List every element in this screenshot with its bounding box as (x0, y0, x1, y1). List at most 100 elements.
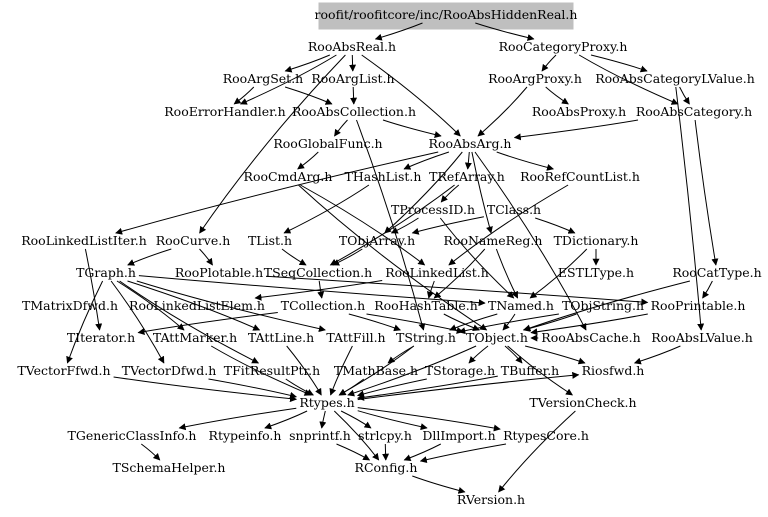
node-tobjarray[interactable]: TObjArray.h (339, 233, 415, 248)
node-absarg[interactable]: RooAbsArg.h (429, 136, 512, 151)
edge-absreal-to-absarg (361, 54, 461, 137)
edge-namereg-to-tnamed (495, 248, 519, 299)
node-tlist[interactable]: TList.h (248, 233, 292, 248)
node-tmathbase[interactable]: TMathBase.h (334, 363, 418, 378)
edge-tobject-to-rtypes (347, 345, 477, 397)
edge-tclass-to-tobjarray (411, 216, 484, 235)
node-abscat[interactable]: RooAbsCategory.h (636, 104, 752, 119)
node-tgraph[interactable]: TGraph.h (76, 265, 136, 280)
edge-absarg-to-thashlist (403, 151, 450, 170)
node-absreal[interactable]: RooAbsReal.h (308, 39, 396, 54)
edge-absreal-to-arglist (349, 54, 357, 72)
node-riosfwd[interactable]: Riosfwd.h (582, 363, 645, 378)
edge-tmathbase-to-rtypes (338, 378, 365, 396)
node-rtypes[interactable]: Rtypes.h (299, 395, 354, 410)
node-tschemahelper[interactable]: TSchemaHelper.h (113, 460, 226, 475)
node-abslvalue[interactable]: RooAbsLValue.h (651, 330, 753, 345)
node-esltype[interactable]: ESTLType.h (558, 265, 634, 280)
edge-cmdarg-to-linkedlist (300, 184, 426, 266)
edge-argproxy-to-absproxy (545, 86, 569, 105)
node-rconfig[interactable]: RConfig.h (355, 460, 418, 475)
node-tvectordfwd[interactable]: TVectorDfwd.h (122, 363, 217, 378)
node-catproxy[interactable]: RooCategoryProxy.h (499, 39, 628, 54)
node-tobject[interactable]: TObject.h (466, 330, 528, 345)
edge-abslvalue-to-riosfwd (633, 345, 681, 365)
node-tversioncheck[interactable]: TVersionCheck.h (529, 395, 636, 410)
node-tgenericclassinfo[interactable]: TGenericClassInfo.h (68, 428, 197, 443)
edge-arglist-to-abscoll (350, 86, 358, 105)
node-tfitresultptr[interactable]: TFitResultPtr.h (224, 363, 320, 378)
edge-argset-to-errhandler (233, 86, 255, 105)
node-tdictionary[interactable]: TDictionary.h (554, 233, 639, 248)
edge-tobject-to-riosfwd (524, 345, 586, 365)
node-globalfunc[interactable]: RooGlobalFunc.h (273, 136, 382, 151)
node-tcollection[interactable]: TCollection.h (281, 298, 365, 313)
node-plotable[interactable]: RooPlotable.h (175, 265, 263, 280)
node-printable[interactable]: RooPrintable.h (651, 298, 746, 313)
node-tobjstring[interactable]: TObjString.h (562, 298, 644, 313)
node-trefarray[interactable]: TRefArray.h (429, 169, 505, 184)
node-curve[interactable]: RooCurve.h (156, 233, 231, 248)
edge-tobject-to-tversioncheck (507, 345, 573, 396)
node-tvectorffwd[interactable]: TVectorFfwd.h (17, 363, 110, 378)
edge-tclass-to-tdictionary (535, 217, 576, 234)
node-llistiter[interactable]: RooLinkedListIter.h (21, 233, 147, 248)
node-errhandler[interactable]: RooErrorHandler.h (164, 104, 285, 119)
edge-cattype-to-tobject (523, 280, 691, 332)
node-hashtable[interactable]: RooHashTable.h (374, 298, 478, 313)
edge-tfitresultptr-to-rtypes (285, 378, 314, 396)
edge-abscat-to-absarg (513, 119, 639, 141)
node-arglist[interactable]: RooArgList.h (311, 71, 394, 86)
node-tmatrixdfwd[interactable]: TMatrixDfwd.h (22, 298, 118, 313)
nodes-layer: roofit/roofitcore/inc/RooAbsHiddenReal.h… (17, 7, 761, 507)
node-rversion[interactable]: RVersion.h (457, 492, 525, 507)
node-titerator[interactable]: TIterator.h (67, 330, 135, 345)
node-snprintf[interactable]: snprintf.h (289, 428, 351, 443)
edges-layer (66, 22, 719, 494)
node-tstorage[interactable]: TStorage.h (425, 363, 495, 378)
node-argset[interactable]: RooArgSet.h (223, 71, 303, 86)
node-cattype[interactable]: RooCatType.h (672, 265, 761, 280)
node-rtypescore[interactable]: RtypesCore.h (503, 428, 589, 443)
edge-tnamed-to-tstring (449, 313, 498, 331)
node-linkedlist[interactable]: RooLinkedList.h (385, 265, 489, 280)
edge-tgraph-to-tattmarker (116, 280, 185, 331)
node-rtypeinfo[interactable]: Rtypeinfo.h (209, 428, 282, 443)
edge-rtypes-to-rtypeinfo (264, 410, 308, 430)
edge-strlcpy-to-rconfig (382, 443, 390, 461)
node-abscache[interactable]: RooAbsCache.h (541, 330, 640, 345)
node-root[interactable]: roofit/roofitcore/inc/RooAbsHiddenReal.h (315, 7, 578, 22)
node-tclass[interactable]: TClass.h (487, 202, 541, 217)
node-thashlist[interactable]: THashList.h (345, 169, 422, 184)
node-tprocessid[interactable]: TProcessID.h (391, 202, 475, 217)
node-tseqcoll[interactable]: TSeqCollection.h (264, 265, 372, 280)
edge-abscoll-to-globalfunc (334, 119, 348, 137)
node-llistelem[interactable]: RooLinkedListElem.h (129, 298, 265, 313)
node-tattmarker[interactable]: TAttMarker.h (153, 330, 237, 345)
edge-curve-to-plotable (199, 248, 213, 266)
edge-refcountlist-to-linkedlist (448, 184, 569, 266)
edge-argset-to-abscoll (284, 86, 333, 105)
edge-dllimport-to-rconfig (403, 443, 442, 462)
node-refcountlist[interactable]: RooRefCountList.h (520, 169, 640, 184)
edge-tobjarray-to-tseqcoll (332, 248, 363, 266)
node-tbuffer[interactable]: TBuffer.h (501, 363, 559, 378)
node-strlcpy[interactable]: strlcpy.h (358, 428, 412, 443)
node-namereg[interactable]: RooNameReg.h (444, 233, 543, 248)
node-tattfill[interactable]: TAttFill.h (326, 330, 385, 345)
node-tnamed[interactable]: TNamed.h (488, 298, 554, 313)
node-tattline[interactable]: TAttLine.h (248, 330, 314, 345)
node-cmdarg[interactable]: RooCmdArg.h (244, 169, 333, 184)
edge-linkedlist-to-llistelem (254, 280, 383, 301)
edge-rtypes-to-riosfwd (357, 371, 580, 401)
node-argproxy[interactable]: RooArgProxy.h (488, 71, 582, 86)
node-absproxy[interactable]: RooAbsProxy.h (532, 104, 626, 119)
node-tstring[interactable]: TString.h (396, 330, 456, 345)
node-abscoll[interactable]: RooAbsCollection.h (292, 104, 416, 119)
edge-tgraph-to-tvectordfwd (110, 280, 165, 364)
edge-tobjstring-to-tstring (458, 313, 559, 335)
node-abscatlval[interactable]: RooAbsCategoryLValue.h (595, 71, 755, 86)
node-dllimport[interactable]: DllImport.h (422, 428, 495, 443)
edge-printable-to-tobject (530, 313, 648, 336)
